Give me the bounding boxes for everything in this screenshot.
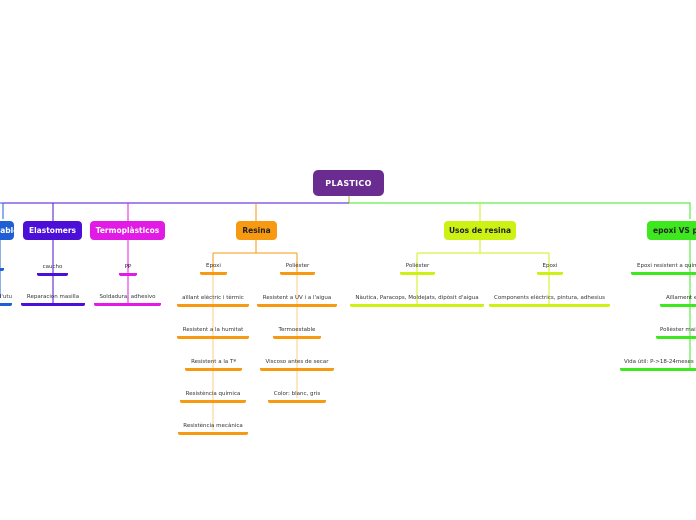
leaf-elastomers-caucho[interactable]: caucho	[37, 264, 68, 276]
leaf-resina-poliester-1[interactable]: Resistent a UV i a l'aigua	[257, 295, 337, 307]
leaf-epoxi-vs-4[interactable]: Vida útil: P->18-24meses	[620, 359, 696, 371]
leaf-resina-epoxi-2[interactable]: Resistent a la humitat	[177, 327, 249, 339]
leaf-resina-epoxi[interactable]: Epoxi	[200, 263, 227, 275]
leaf-resina-poliester-3[interactable]: Viscoso antes de secar	[260, 359, 334, 371]
branch-resina[interactable]: Resina	[236, 221, 277, 240]
leaf-resina-epoxi-3[interactable]: Resistent a la Tª	[185, 359, 242, 371]
leaf-usos-epoxi-1[interactable]: Components elèctrics, pintura, adhesius	[489, 295, 610, 307]
leaf-termoestables-2[interactable]: Aïllants elèctrics, Baquelita, Pots d'ut…	[0, 294, 12, 306]
leaf-resina-poliester-2[interactable]: Termoestable	[273, 327, 321, 339]
branch-epoxi-vs-poliester[interactable]: epoxi VS poliéster	[647, 221, 696, 240]
leaf-resina-epoxi-5[interactable]: Resistència mecànica	[178, 423, 248, 435]
leaf-termoplasticos-soldadura[interactable]: Soldadura, adhesivo	[94, 294, 161, 306]
leaf-epoxi-vs-2[interactable]: Aïllament elèctric i tèrmic	[660, 295, 696, 307]
leaf-resina-poliester-4[interactable]: Color: blanc, gris	[268, 391, 326, 403]
leaf-resina-epoxi-1[interactable]: aïllant elèctric i tèrmic	[177, 295, 249, 307]
root-node[interactable]: PLASTICO	[313, 170, 384, 196]
leaf-termoestables-1[interactable]	[0, 265, 4, 271]
leaf-usos-epoxi[interactable]: Epoxi	[537, 263, 563, 275]
leaf-resina-poliester[interactable]: Polièster	[280, 263, 315, 275]
leaf-termoplasticos-pp[interactable]: PP	[119, 264, 137, 276]
leaf-epoxi-vs-3[interactable]: Polièster mai a contacte	[656, 327, 696, 339]
branch-elastomers[interactable]: Elastomers	[23, 221, 82, 240]
leaf-usos-poliester-1[interactable]: Nàutica, Paracops, Moldejats, dipòsit d'…	[350, 295, 484, 307]
branch-termoplasticos[interactable]: Termoplàsticos	[90, 221, 165, 240]
leaf-elastomers-reparacion[interactable]: Reparacion masilla	[21, 294, 85, 306]
leaf-usos-poliester[interactable]: Polièster	[400, 263, 435, 275]
leaf-epoxi-vs-1[interactable]: Epoxi resistent a química i aigua	[631, 263, 696, 275]
branch-usos-resina[interactable]: Usos de resina	[444, 221, 516, 240]
leaf-resina-epoxi-4[interactable]: Resistència química	[180, 391, 246, 403]
branch-termoestables[interactable]: Termoestables	[0, 221, 23, 240]
